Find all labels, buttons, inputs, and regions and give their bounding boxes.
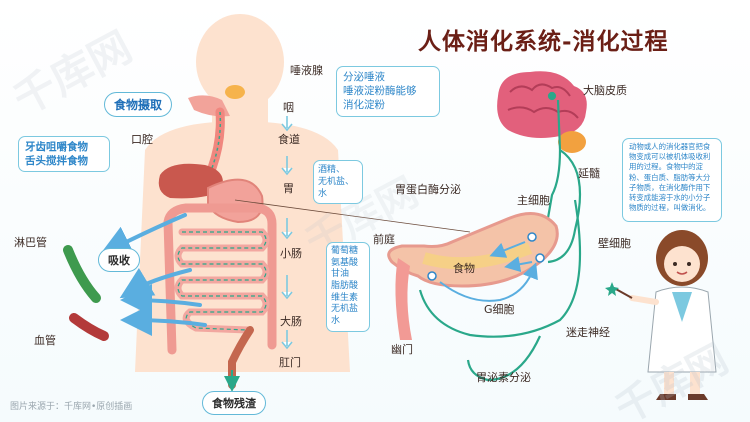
stomach-absorb-line-3: 水 [318, 189, 328, 200]
label-antrum: 前庭 [373, 233, 395, 246]
nerve-paths [418, 91, 582, 382]
secretion-arrows [439, 241, 538, 302]
chewing-line-2: 舌头搅拌食物 [25, 155, 88, 168]
image-source-footer: 图片来源于：千库网•原创插画 [10, 402, 133, 412]
label-esophagus: 食道 [278, 133, 300, 146]
process-arrows [281, 116, 293, 350]
label-lymph-vessel: 淋巴管 [14, 236, 47, 249]
label-anus: 肛门 [279, 356, 301, 369]
liver [158, 163, 223, 199]
box-absorb: 吸收 [98, 248, 140, 272]
diagram-title: 人体消化系统-消化过程 [418, 28, 669, 55]
saliva-line-2: 唾液淀粉酶能够 [343, 85, 417, 98]
cell-markers [427, 232, 545, 281]
label-mouth: 口腔 [131, 133, 153, 146]
label-medulla: 延髓 [578, 167, 600, 180]
absorption-arrows [99, 213, 207, 337]
box-food-residue: 食物残渣 [202, 391, 266, 415]
label-chief-cell: 主细胞 [517, 194, 550, 207]
si-absorb-4: 脂肪酸 [331, 281, 359, 292]
si-absorb-3: 甘油 [331, 269, 350, 280]
box-chewing: 牙齿咀嚼食物 舌头搅拌食物 [18, 136, 110, 173]
chewing-line-1: 牙齿咀嚼食物 [25, 141, 88, 153]
label-large-intestine: 大肠 [280, 315, 302, 328]
label-blood-vessel: 血管 [34, 334, 56, 347]
box-food-intake: 食物摄取 [104, 92, 173, 117]
label-pylorus: 幽门 [391, 343, 413, 356]
label-salivary-gland: 唾液腺 [290, 64, 323, 77]
box-saliva: 分泌唾液 唾液淀粉酶能够 消化淀粉 [336, 66, 440, 117]
si-absorb-7: 水 [331, 316, 341, 327]
label-gastrin: 胃泌素分泌 [476, 371, 531, 384]
saliva-line-1: 分泌唾液 [343, 71, 385, 83]
rectum [228, 326, 254, 389]
label-pepsinogen: 胃蛋白酶分泌 [395, 183, 461, 196]
label-cerebral-cortex: 大脑皮质 [583, 84, 627, 97]
label-vagus-nerve: 迷走神经 [566, 326, 610, 339]
label-g-cell: G细胞 [484, 303, 515, 316]
blood-vessel [69, 313, 109, 341]
label-pharynx: 咽 [283, 101, 294, 114]
stomach-absorb-line-1: 酒精、 [318, 165, 346, 175]
teacher-character [605, 230, 717, 400]
si-absorb-2: 氨基酸 [331, 257, 359, 268]
brain [497, 71, 587, 153]
label-stomach: 胃 [283, 182, 294, 195]
box-definition-note: 动物或人的消化器官把食物变成可以被机体吸收利用的过程。食物中的淀粉、蛋白质、脂肪… [622, 138, 722, 222]
si-absorb-6: 无机盐 [331, 304, 359, 315]
label-parietal-cell: 壁细胞 [598, 237, 631, 250]
saliva-line-3: 消化淀粉 [343, 99, 385, 112]
small-intestine-coils [174, 228, 270, 334]
label-food: 食物 [453, 262, 475, 275]
salivary-gland [225, 85, 245, 99]
stomach-absorb-line-2: 无机盐、 [318, 177, 355, 188]
lymph-vessel [63, 245, 101, 303]
label-small-intestine: 小肠 [280, 247, 302, 260]
large-intestine-frame [163, 203, 277, 355]
si-absorb-5: 维生素 [331, 292, 359, 303]
si-absorb-1: 葡萄糖 [331, 246, 359, 256]
box-stomach-absorb: 酒精、 无机盐、 水 [313, 160, 363, 205]
box-small-intestine-absorb: 葡萄糖 氨基酸 甘油 脂肪酸 维生素 无机盐 水 [326, 242, 370, 332]
